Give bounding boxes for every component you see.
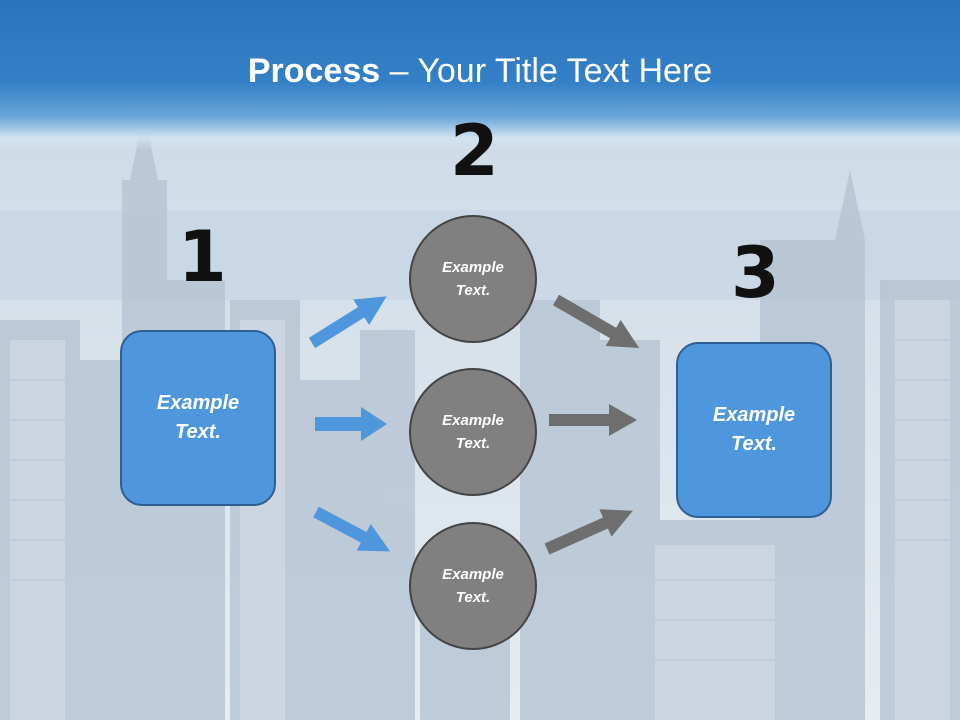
title-rest: Your Title Text Here: [417, 52, 713, 90]
circle-3-text: Example Text.: [442, 566, 504, 606]
left-box: Example Text.: [120, 330, 276, 506]
slide-title: Process – Your Title Text Here: [0, 52, 960, 91]
right-box: Example Text.: [676, 342, 832, 518]
circle-2: Example Text.: [409, 368, 537, 496]
arrow-from-circle-2: [549, 404, 637, 436]
step-number-2: 2: [450, 110, 499, 192]
title-bar: [0, 0, 960, 150]
circle-1-text: Example Text.: [442, 259, 504, 299]
arrow-to-circle-1: [308, 296, 387, 349]
arrow-from-circle-3: [544, 509, 633, 555]
arrow-from-circle-1: [553, 294, 640, 348]
arrow-to-circle-3: [313, 506, 391, 552]
step-number-1: 1: [178, 216, 227, 298]
step-number-3: 3: [731, 232, 780, 314]
title-dash: –: [380, 52, 418, 90]
circle-1: Example Text.: [409, 215, 537, 343]
circle-2-text: Example Text.: [442, 412, 504, 452]
title-bold: Process: [247, 52, 381, 90]
circle-3: Example Text.: [409, 522, 537, 650]
left-box-text: Example Text.: [156, 392, 240, 443]
right-box-text: Example Text.: [712, 404, 796, 455]
arrow-to-circle-2: [315, 407, 387, 441]
